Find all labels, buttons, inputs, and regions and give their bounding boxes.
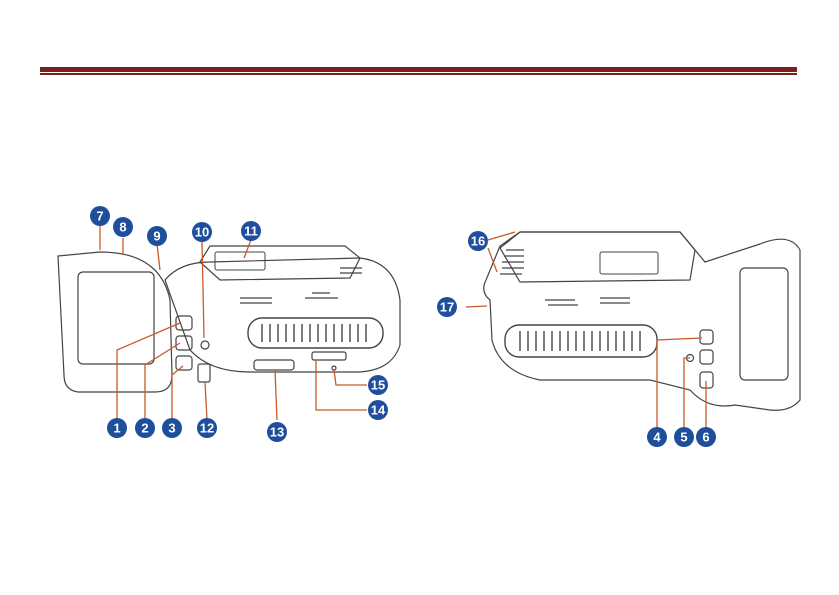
callout-label: 11 xyxy=(244,224,258,239)
left-button-3 xyxy=(176,356,192,370)
right-body xyxy=(484,232,800,410)
left-screen xyxy=(78,272,154,364)
left-port-10 xyxy=(201,341,209,349)
left-port-12 xyxy=(198,364,210,382)
callout-8: 8 xyxy=(113,217,133,237)
right-button-4 xyxy=(700,330,713,344)
left-hole-15 xyxy=(332,366,336,370)
callout-10: 10 xyxy=(192,222,212,242)
right-top-module xyxy=(500,232,695,282)
left-body xyxy=(165,258,400,372)
callout-5: 5 xyxy=(674,427,694,447)
callout-11: 11 xyxy=(241,221,261,241)
callout-9: 9 xyxy=(147,226,167,246)
callout-label: 2 xyxy=(141,421,148,436)
callout-label: 14 xyxy=(371,403,386,418)
callout-label: 12 xyxy=(200,421,214,436)
callout-label: 3 xyxy=(168,421,175,436)
callout-label: 7 xyxy=(96,209,103,224)
right-grille-slots xyxy=(520,331,640,351)
callout-16: 16 xyxy=(468,231,488,251)
callout-label: 8 xyxy=(119,220,126,235)
right-button-5 xyxy=(700,350,713,364)
left-grille xyxy=(248,318,383,348)
callout-label: 9 xyxy=(153,229,160,244)
callout-13: 13 xyxy=(267,422,287,442)
right-top-pad xyxy=(600,252,658,274)
callout-label: 15 xyxy=(371,378,385,393)
callout-label: 17 xyxy=(440,300,454,315)
device-right-view xyxy=(484,232,800,410)
callout-label: 1 xyxy=(113,421,120,436)
callout-15: 15 xyxy=(368,375,388,395)
left-slot-14 xyxy=(312,352,346,360)
callout-6: 6 xyxy=(696,427,716,447)
callout-4: 4 xyxy=(647,427,667,447)
callout-17: 17 xyxy=(437,297,457,317)
callout-label: 16 xyxy=(471,234,485,249)
callout-3: 3 xyxy=(162,418,182,438)
callout-12: 12 xyxy=(197,418,217,438)
callout-label: 10 xyxy=(195,225,209,240)
left-grille-slots xyxy=(262,324,366,342)
callout-label: 4 xyxy=(653,430,661,445)
callout-2: 2 xyxy=(135,418,155,438)
callout-label: 5 xyxy=(680,430,687,445)
left-vents xyxy=(240,268,362,303)
callout-7: 7 xyxy=(90,206,110,226)
leader-lines xyxy=(100,226,706,428)
callout-1: 1 xyxy=(107,418,127,438)
left-top-module xyxy=(200,246,360,280)
callout-14: 14 xyxy=(368,400,388,420)
callout-label: 13 xyxy=(270,425,284,440)
right-screen xyxy=(740,268,788,380)
callout-label: 6 xyxy=(702,430,709,445)
left-slot-13 xyxy=(254,360,294,370)
device-left-view xyxy=(58,246,400,392)
right-vents xyxy=(500,250,630,305)
